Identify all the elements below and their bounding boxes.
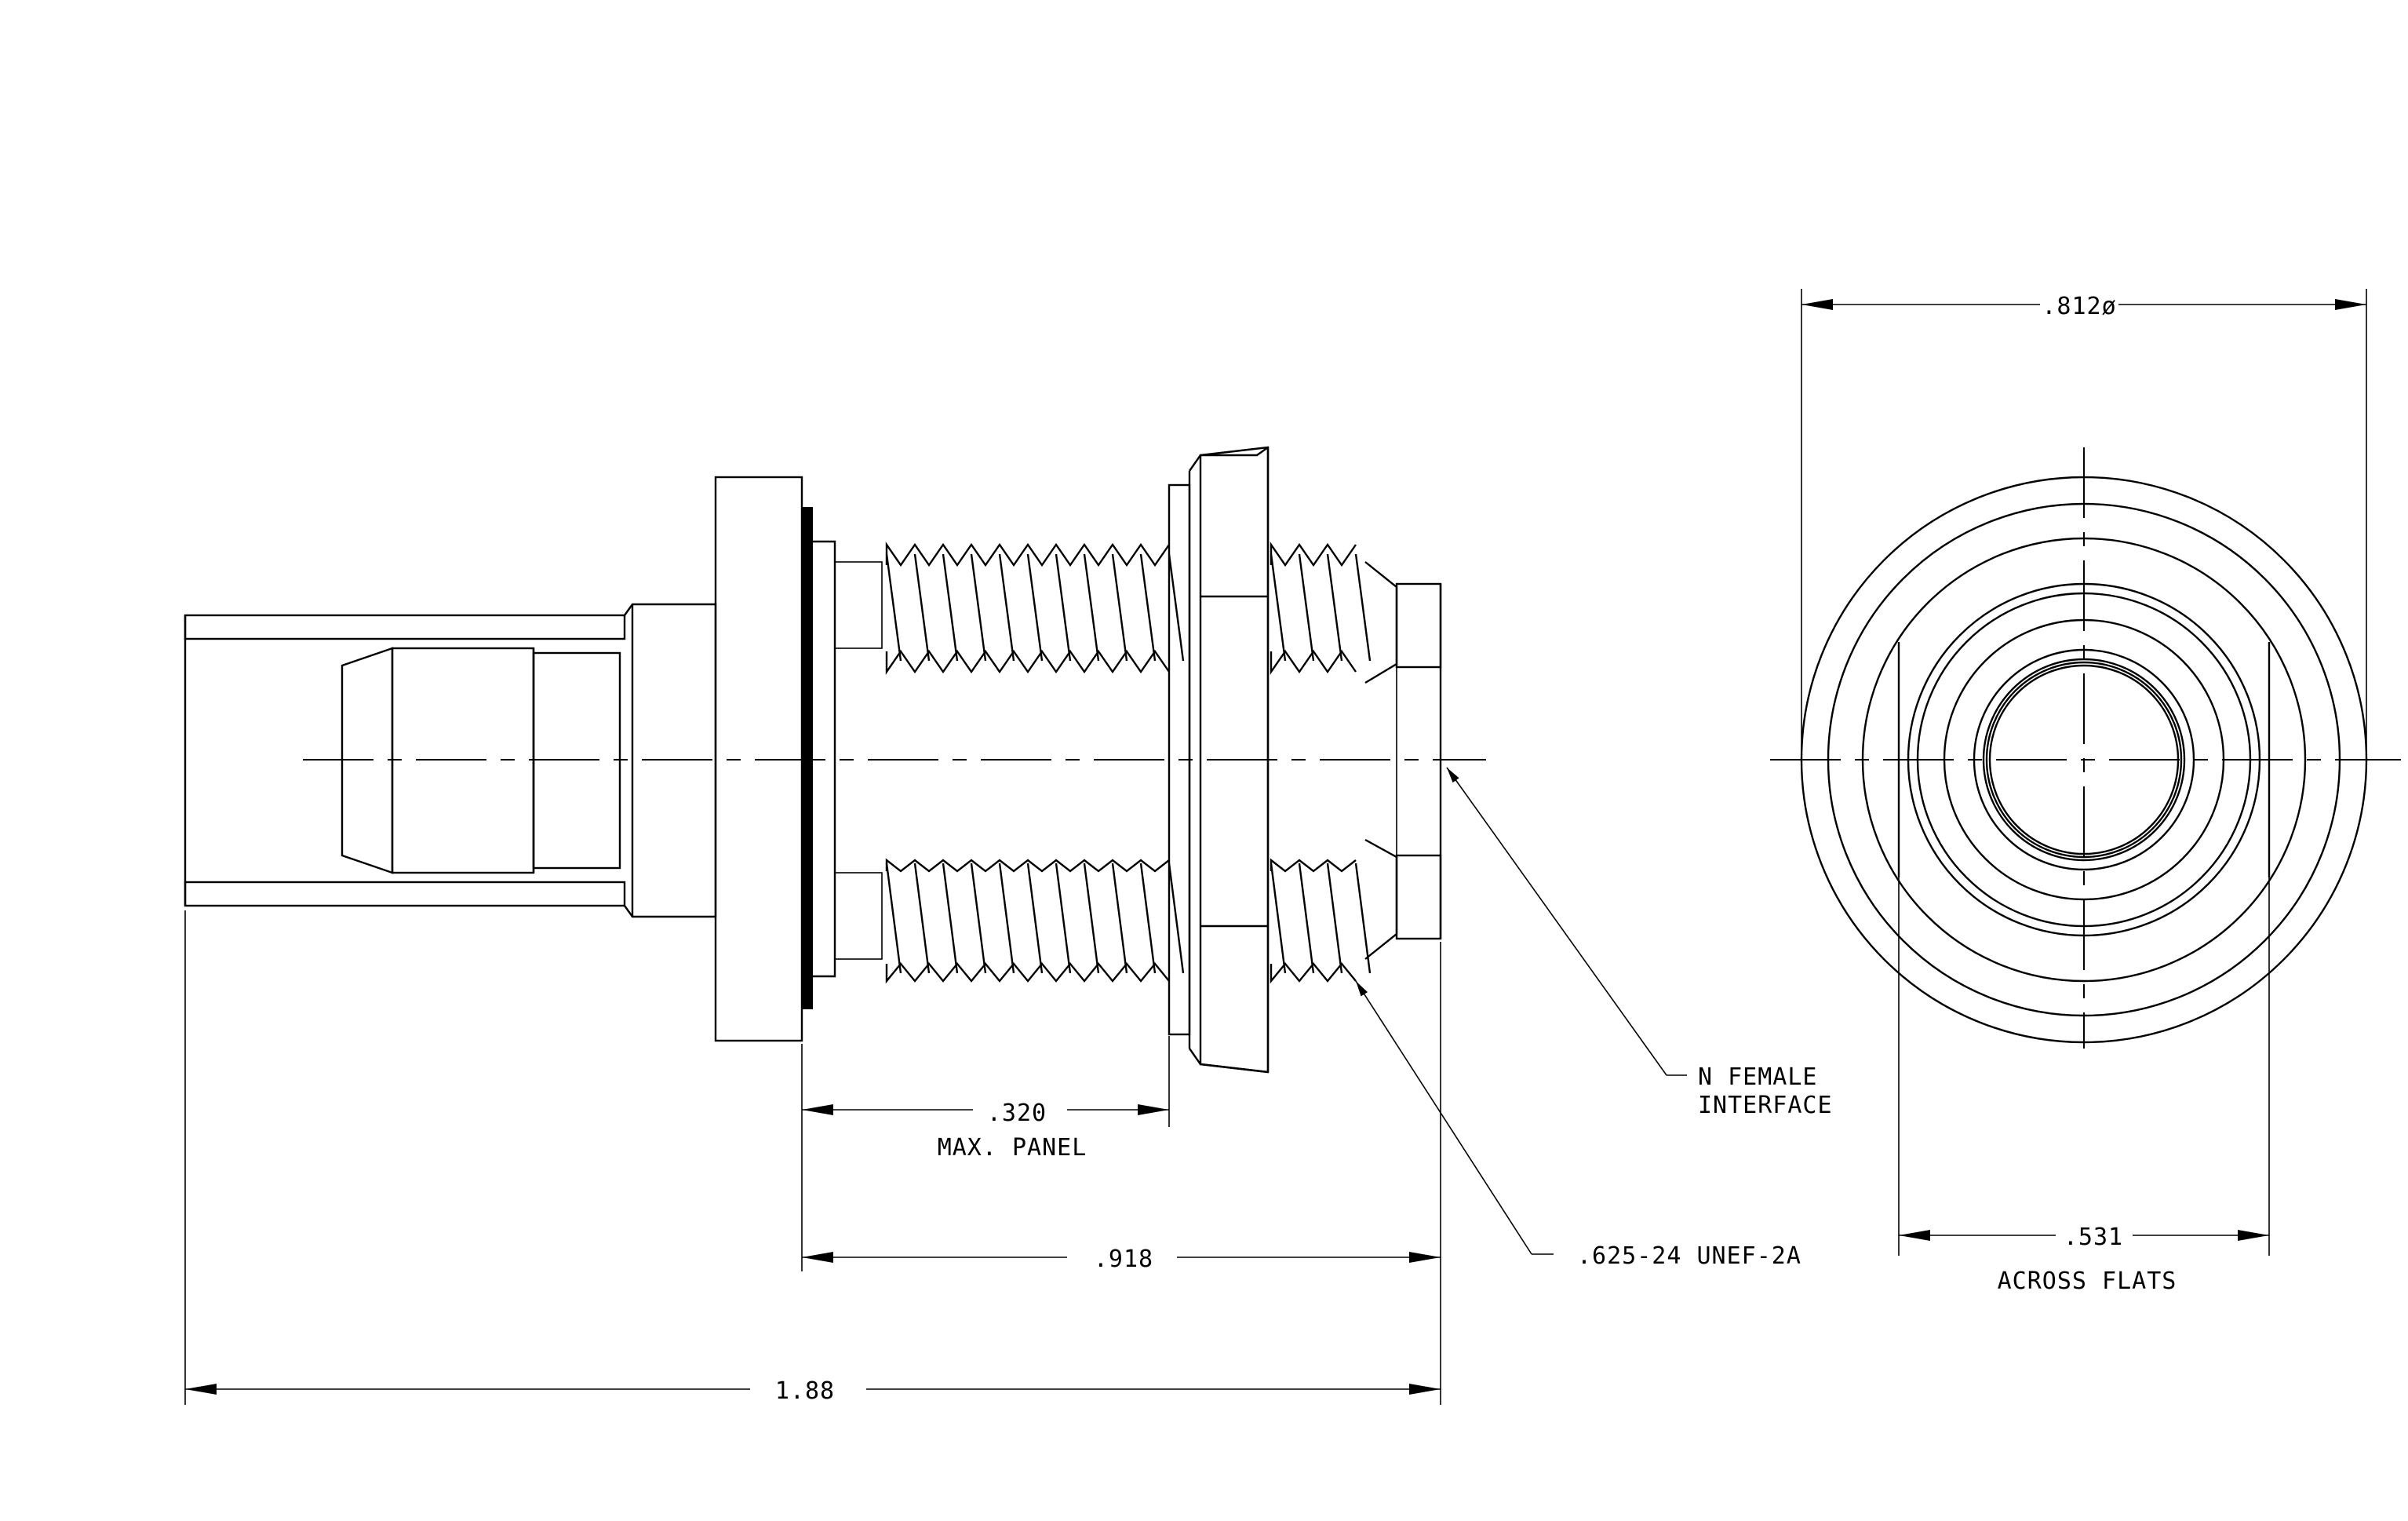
- interface-label-line1: N FEMALE: [1698, 1063, 1818, 1091]
- gasket: [802, 507, 813, 1009]
- dim-918: .918: [802, 1246, 1441, 1273]
- thread-upper: [834, 542, 1185, 675]
- front-threads: [1270, 542, 1442, 984]
- leader-thread: .625-24 UNEF-2A: [1355, 980, 1801, 1270]
- dim-flats: .531 ACROSS FLATS: [1899, 1224, 2269, 1295]
- dim-diameter: .812ø: [1801, 293, 2366, 320]
- end-view: .812ø .531 ACROSS FLATS: [1770, 289, 2401, 1295]
- thread-label: .625-24 UNEF-2A: [1577, 1242, 1801, 1270]
- dim-overall: 1.88: [185, 1377, 1441, 1405]
- dim-panel-value: .320: [987, 1100, 1047, 1127]
- dim-918-value: .918: [1094, 1246, 1153, 1273]
- rear-sleeve: [184, 614, 626, 907]
- dim-flats-note: ACROSS FLATS: [1998, 1268, 2177, 1295]
- leader-interface: N FEMALE INTERFACE: [1446, 767, 1833, 1119]
- side-view: .320 MAX. PANEL .918 1.88 N FEMALE INTER…: [184, 446, 1833, 1405]
- dim-overall-value: 1.88: [775, 1377, 835, 1405]
- interface-label-line2: INTERFACE: [1698, 1092, 1833, 1119]
- dim-panel-note: MAX. PANEL: [938, 1134, 1087, 1162]
- dim-diameter-value: .812ø: [2042, 293, 2116, 320]
- dim-flats-value: .531: [2064, 1224, 2123, 1251]
- dim-panel: .320 MAX. PANEL: [802, 1100, 1169, 1162]
- thread-lower: [834, 858, 1185, 984]
